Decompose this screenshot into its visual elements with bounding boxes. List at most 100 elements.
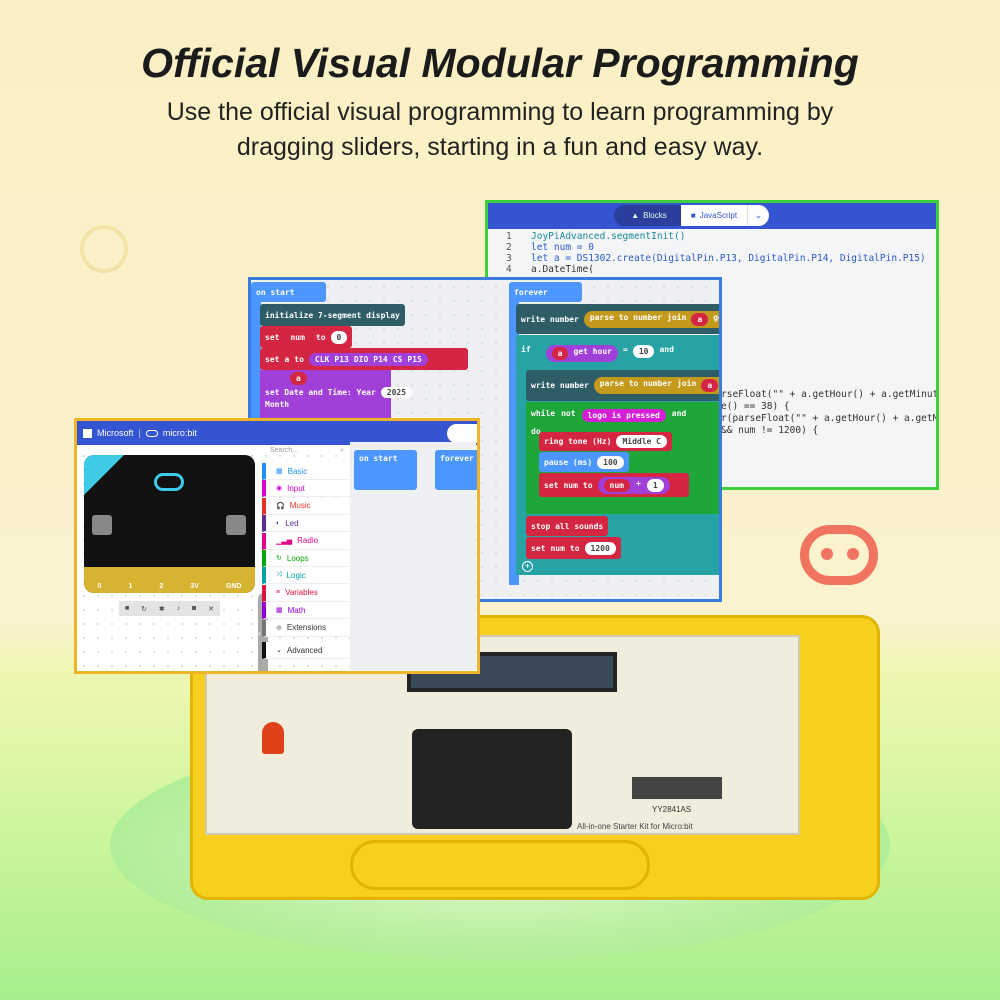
button-b[interactable] — [226, 515, 246, 535]
category-label: Led — [285, 518, 299, 528]
pause-block[interactable]: pause (ms)100 — [539, 452, 629, 472]
screenshot-icon[interactable]: ◙ — [191, 605, 197, 612]
category-label: Variables — [285, 588, 318, 598]
sound-icon[interactable]: ♪ — [176, 605, 181, 612]
line-number: 3 — [506, 253, 512, 264]
list-icon: ≡ — [276, 589, 281, 597]
category-label: Logic — [286, 570, 306, 580]
ws-on-start-block[interactable]: on start — [354, 450, 417, 490]
calculator-icon: ▦ — [276, 607, 283, 615]
toolbox-category-math[interactable]: ▦ Math — [262, 602, 350, 620]
line-number: 1 — [506, 231, 512, 242]
toolbox-category-led[interactable]: ◐ Led — [262, 515, 350, 533]
segment-display — [632, 777, 722, 799]
loop-icon: ↻ — [276, 555, 282, 562]
blocks-toggle[interactable] — [447, 424, 477, 443]
headline-title: Official Visual Modular Programming — [141, 40, 859, 86]
pin-label[interactable]: 3V — [190, 583, 199, 590]
toolbox-category-logic[interactable]: ⤨ Logic — [262, 567, 350, 585]
robot-face-icon — [800, 525, 878, 585]
category-label: Advanced — [286, 645, 323, 655]
headline-subtitle-2: dragging sliders, starting in a fun and … — [236, 133, 764, 161]
button-a[interactable] — [92, 515, 112, 535]
kit-label: All-in-one Starter Kit for Micro:bit — [577, 822, 693, 831]
puzzle-icon: ▲ — [631, 211, 640, 220]
headline-subtitle-1: Use the official visual programming to l… — [166, 98, 834, 126]
forever-block[interactable]: forever — [509, 282, 582, 302]
ws-forever-block[interactable]: forever — [435, 450, 477, 490]
toolbox-category-advanced[interactable]: ⌄ Advanced — [262, 642, 350, 659]
pin-label[interactable]: 1 — [128, 583, 133, 590]
toolbox-search-input[interactable]: Search...⌕ — [262, 447, 350, 461]
toolbox-category-loops[interactable]: ↻ Loops — [262, 550, 350, 567]
category-label: Math — [287, 605, 306, 615]
category-label: Basic — [287, 466, 308, 476]
stop-sounds-block[interactable]: stop all sounds — [526, 516, 609, 536]
toolbox-category-music[interactable]: 🎧Music — [262, 497, 350, 515]
code-line: r(parseFloat("" + a.getHour() + a.getMin… — [721, 413, 939, 424]
toolbox-category-extensions[interactable]: ⊕ Extensions — [262, 619, 350, 637]
code-line: rseFloat("" + a.getHour() + a.getMinute(… — [721, 389, 939, 400]
toolbox-category-radio[interactable]: ▁▃▅ Radio — [262, 532, 350, 550]
shuffle-icon: ⤨ — [276, 571, 282, 579]
toolbox-category-basic[interactable]: ▦ Basic — [262, 463, 350, 480]
pin-label[interactable]: 0 — [97, 583, 102, 590]
plus-circle-icon: ⊕ — [276, 624, 282, 632]
toolbox-category-variables[interactable]: ≡ Variables — [262, 584, 350, 602]
led-red — [262, 722, 284, 754]
editor-header: Microsoft| micro:bit — [77, 421, 477, 445]
pin-label[interactable]: GND — [225, 583, 242, 590]
decor-circle — [80, 225, 128, 273]
toolbox-category-input[interactable]: ◉Input — [262, 480, 350, 498]
code-line: a.DateTime( — [531, 264, 594, 275]
code-line: e() == 38) { — [721, 401, 790, 412]
line-number: 2 — [506, 242, 512, 253]
stop-icon[interactable]: ■ — [124, 605, 130, 612]
kit-board: YY2841AS All-in-one Starter Kit for Micr… — [205, 635, 800, 835]
code-line: let a = DS1302.create(DigitalPin.P13, Di… — [531, 253, 926, 264]
category-label: Input — [287, 483, 305, 493]
code-line: JoyPiAdvanced.segmentInit() — [531, 231, 686, 242]
debug-icon[interactable]: ✱ — [158, 605, 165, 613]
simulator-toolbar: ■ ↻ ✱ ♪ ◙ ✕ — [119, 601, 220, 616]
brand-label: Microsoft — [97, 428, 134, 438]
edge-connector: 0 1 2 3V GND — [84, 567, 255, 593]
toggle-icon: ◐ — [276, 519, 281, 527]
add-icon[interactable]: + — [522, 561, 533, 572]
month-label: Month — [265, 400, 290, 409]
display-label: YY2841AS — [652, 805, 692, 814]
signal-icon: ▁▃▅ — [276, 537, 293, 545]
headphones-icon: 🎧 — [276, 502, 285, 510]
category-label: Extensions — [286, 623, 327, 633]
line-number: 4 — [506, 264, 512, 275]
microbit-board — [412, 729, 572, 829]
ring-tone-block[interactable]: ring tone (Hz)Middle C — [539, 432, 672, 451]
init-segment-block[interactable]: initialize 7-segment display — [260, 304, 405, 326]
restart-icon[interactable]: ↻ — [141, 605, 147, 613]
chevron-down-icon: ⌄ — [754, 210, 763, 220]
tab-blocks[interactable]: ▲Blocks — [614, 205, 684, 226]
category-label: Loops — [286, 553, 309, 563]
chevron-down-icon: ⌄ — [276, 647, 282, 654]
case-handle — [350, 840, 650, 890]
microbit-logo-icon — [145, 429, 158, 437]
logo-touch[interactable] — [154, 473, 184, 491]
code-line: && num != 1200) { — [721, 425, 819, 436]
language-dropdown[interactable]: ⌄ — [747, 205, 769, 226]
category-label: Radio — [297, 536, 319, 546]
product-label: micro:bit — [162, 428, 197, 438]
pin-label[interactable]: 2 — [159, 583, 164, 590]
tab-javascript[interactable]: ■JavaScript — [681, 205, 747, 226]
on-start-block[interactable]: on start — [251, 282, 326, 302]
code-line: let num = 0 — [531, 242, 594, 253]
fullscreen-icon[interactable]: ✕ — [208, 605, 214, 613]
microbit-simulator[interactable]: 0 1 2 3V GND — [84, 455, 255, 593]
grid-icon: ▦ — [276, 468, 283, 475]
